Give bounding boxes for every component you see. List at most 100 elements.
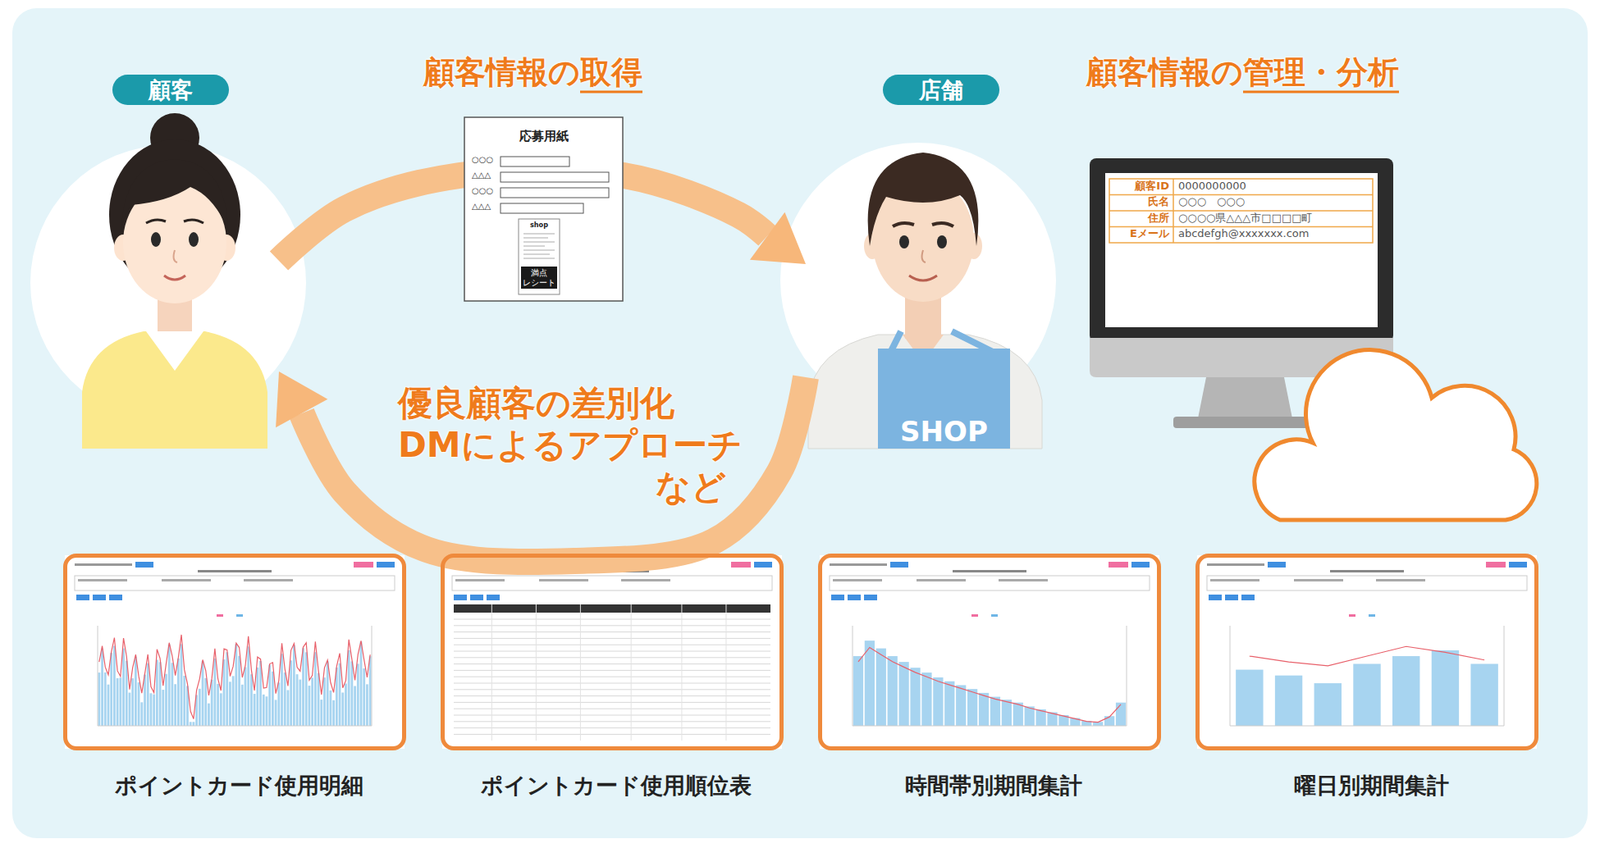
ui-part [1353,663,1381,727]
shop: 店舗SHOP [805,72,1088,450]
ui-part [832,579,883,582]
table-cell: ○○○○県△△△市□□□□町 [1178,211,1313,225]
ui-part [109,594,123,601]
nose [922,250,926,263]
ui-part [754,562,773,568]
ui-part [442,555,782,750]
ui-part [116,678,119,727]
ui-part [253,694,256,727]
screenshot-ui [1197,555,1537,750]
ui-part [216,684,220,727]
ui-part [164,674,168,727]
ui-part [159,662,162,727]
application-form-text: ○○○ [471,186,494,197]
report-screenshot: 曜日別期間集計 [1195,553,1539,751]
ui-part [125,661,128,727]
chart-axes [97,626,372,727]
trend-line [1249,646,1485,667]
ui-part [296,674,299,727]
ui-part [250,674,253,727]
ui-part [201,661,205,727]
ui-part [97,672,101,727]
ui-part [225,652,229,727]
ui-part [287,690,290,727]
ui-part [256,667,259,727]
shop-text: 店舗 [882,74,1000,106]
ui-part [241,685,244,727]
customer-database: 顧客情報の管理・分析 [1083,54,1404,430]
flow-label: 顧客情報の取得 [423,54,643,92]
ui-part [338,663,342,727]
ui-part [213,658,216,727]
ui-part [210,680,214,727]
receipt-text: shop [518,221,560,230]
ui-part [74,563,133,567]
ui-part [143,675,147,727]
ui-part [916,579,966,582]
table-column [725,604,727,741]
ui-part [455,579,505,582]
ui-part [234,644,238,727]
ui-part [244,667,247,727]
application-form-text: ○○○ [471,155,494,165]
application-form: 応募用紙○○○△△△○○○△△△shop満点 レシート [464,117,623,302]
receipt-lines [523,233,555,259]
shirt [808,334,1043,449]
ui-part [140,702,143,727]
ui-part [955,685,966,727]
ui-part [128,693,132,727]
ui-part [1206,576,1527,591]
table-row [453,644,771,646]
eye [899,235,910,249]
arrowhead [749,212,806,265]
brows [892,223,954,227]
table-row [453,631,771,633]
table-row [453,721,771,723]
brows [146,219,204,224]
ui-part [135,562,154,568]
report-screenshot: ポイントカード使用順位表 [440,553,784,751]
ui-part [320,699,323,727]
trend-line [858,647,1121,723]
ui-part [829,576,1150,591]
ui-part [362,668,366,727]
table-column [580,604,581,741]
ui-part [1275,676,1303,727]
ui-part [246,646,250,727]
chart-axes [852,626,1127,727]
ui-part [998,579,1048,582]
ui-part [921,672,932,727]
ui-part [890,562,909,568]
ui-part [1208,594,1222,601]
ui-part [978,693,989,727]
nose [173,250,178,263]
ui-part [223,659,226,727]
ui-part [1470,663,1498,727]
ui-part [268,665,271,727]
apron [877,348,1011,449]
ui-part [853,656,864,727]
ui-part [539,579,589,582]
ui-part [107,685,110,727]
ui-part [271,672,275,727]
ui-part [232,676,235,727]
eye [150,232,161,247]
ui-part [104,672,107,727]
ui-part [197,570,272,573]
ui-part [113,646,116,727]
ui-part [146,663,150,727]
ui-part [237,656,241,727]
table-cell: Eメール [1109,227,1170,241]
report-screenshot: ポイントカード使用明細 [63,553,407,751]
ui-part [155,660,159,727]
ui-part [1376,579,1426,582]
report-screenshot-text: 時間帯別期間集計 [822,772,1166,800]
ui-part [353,562,374,568]
ui-part [864,640,875,727]
shop-figure [780,142,1056,449]
ui-part [77,579,128,582]
fringe [121,159,229,232]
